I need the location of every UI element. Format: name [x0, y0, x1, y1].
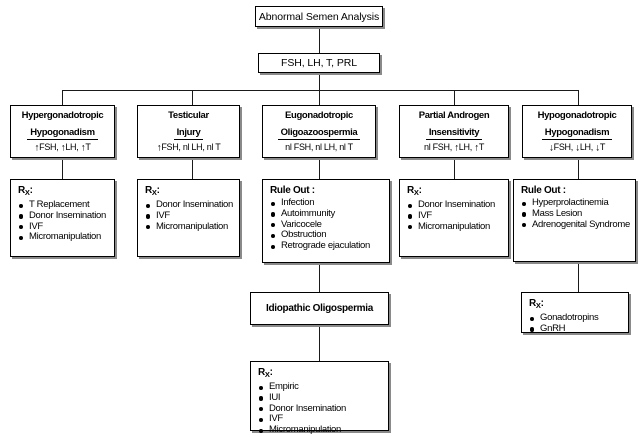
connector-drop-2 [192, 90, 193, 105]
list-item: Micromanipulation [145, 221, 239, 233]
dx-labs: ↓FSH, ↓LH, ↓T [548, 141, 606, 153]
list-item: Donor Insemination [145, 199, 239, 211]
list-item: Empiric [258, 381, 388, 393]
dx-line2: Hypogonadism [27, 127, 98, 140]
node-dx-testicular-injury: Testicular Injury ↑FSH, nl LH, nl T [137, 105, 240, 158]
dx-line2: Injury [173, 127, 204, 140]
rx-header: RX: [18, 185, 33, 197]
connector-title-to-workup [319, 27, 320, 54]
list-item: Hyperprolactinemia [521, 197, 635, 209]
list-item: Gonadotropins [529, 312, 628, 324]
dx-line2: Hypogonadism [541, 127, 613, 140]
connector-dx3-to-panel [319, 158, 320, 179]
list-item: Mass Lesion [521, 208, 635, 220]
connector-drop-3 [319, 90, 320, 105]
list-item: Micromanipulation [407, 221, 508, 233]
title-text: Abnormal Semen Analysis [258, 10, 380, 23]
panel-rx-partial-androgen: RX: Donor Insemination IVF Micromanipula… [399, 179, 509, 257]
list-item: IUI [258, 392, 388, 404]
dx-line1: Partial Androgen [418, 110, 490, 121]
list-item: Autoimmunity [270, 208, 389, 220]
list-item: Varicocele [270, 219, 389, 231]
connector-dx5-to-panel [578, 158, 579, 179]
connector-ruleout-to-idiopathic [319, 263, 320, 292]
dx-line2: Oligoazoospermia [277, 127, 361, 140]
workup-text: FSH, LH, T, PRL [281, 57, 357, 69]
rx-header: RX: [258, 367, 273, 379]
connector-drop-5 [578, 90, 579, 105]
list-item: Micromanipulation [258, 424, 388, 436]
idiopathic-text: Idiopathic Oligospermia [265, 303, 373, 314]
list-item: Retrograde ejaculation [270, 240, 389, 252]
node-hormone-workup: FSH, LH, T, PRL [258, 53, 380, 73]
dx-labs: nl FSH, ↑LH, ↑T [423, 141, 485, 153]
list-item: Micromanipulation [18, 232, 114, 243]
panel-ruleout-hypogonadotropic: Rule Out : Hyperprolactinemia Mass Lesio… [513, 179, 636, 262]
rx-list: Empiric IUI Donor Insemination IVF Micro… [258, 381, 388, 436]
node-dx-eugonadotropic-oligoazoospermia: Eugonadotropic Oligoazoospermia nl FSH, … [262, 105, 376, 158]
ruleout-list: Hyperprolactinemia Mass Lesion Adrenogen… [521, 197, 635, 231]
ruleout-header: Rule Out : [270, 185, 315, 196]
panel-rx-hypogonadotropic: RX: Gonadotropins GnRH [521, 292, 629, 335]
node-dx-hypogonadotropic-hypogonadism: Hypogonadotropic Hypogonadism ↓FSH, ↓LH,… [522, 105, 632, 158]
connector-drop-1 [62, 90, 63, 105]
node-dx-hypergonadotropic-hypogonadism: Hypergonadotropic Hypogonadism ↑FSH, ↑LH… [10, 105, 115, 158]
rx-list: Gonadotropins GnRH [529, 312, 628, 335]
list-item: Donor Insemination [18, 210, 114, 222]
dx-line2: Insensitivity [425, 127, 483, 140]
list-item: Adrenogenital Syndrome [521, 219, 635, 231]
connector-dx2-to-panel [192, 158, 193, 179]
rx-list: Donor Insemination IVF Micromanipulation [145, 199, 239, 233]
panel-ruleout-eugonadotropic: Rule Out : Infection Autoimmunity Varico… [262, 179, 390, 263]
rx-header: RX: [145, 185, 160, 197]
node-idiopathic-oligospermia: Idiopathic Oligospermia [250, 292, 389, 325]
dx-line1: Hypogonadotropic [537, 110, 617, 121]
dx-labs: ↑FSH, ↑LH, ↑T [34, 141, 91, 153]
connector-bus [62, 90, 578, 91]
rx-header: RX: [529, 298, 544, 310]
list-item: IVF [258, 414, 388, 425]
panel-rx-testicular-injury: RX: Donor Insemination IVF Micromanipula… [137, 179, 240, 257]
list-item: IVF [18, 221, 114, 233]
dx-line1: Testicular [168, 110, 209, 121]
node-abnormal-semen-analysis: Abnormal Semen Analysis [255, 6, 383, 27]
connector-workup-to-bus [319, 73, 320, 91]
list-item: Obstruction [270, 230, 389, 241]
connector-dx1-to-panel [62, 158, 63, 179]
dx-line1: Hypergonadotropic [21, 110, 104, 121]
rx-list: Donor Insemination IVF Micromanipulation [407, 199, 508, 233]
ruleout-list: Infection Autoimmunity Varicocele Obstru… [270, 197, 389, 252]
list-item: IVF [407, 210, 508, 222]
connector-dx4-to-panel [454, 158, 455, 179]
connector-drop-4 [454, 90, 455, 105]
connector-idiopathic-to-rx [319, 325, 320, 361]
list-item: GnRH [529, 323, 628, 335]
node-dx-partial-androgen-insensitivity: Partial Androgen Insensitivity nl FSH, ↑… [399, 105, 509, 158]
panel-rx-hypergonadotropic: RX: T Replacement Donor Insemination IVF… [10, 179, 115, 257]
connector-ruleout5-to-rx [578, 262, 579, 292]
rx-list: T Replacement Donor Insemination IVF Mic… [18, 199, 114, 243]
ruleout-header: Rule Out : [521, 185, 566, 196]
list-item: IVF [145, 210, 239, 222]
dx-labs: nl FSH, nl LH, nl T [285, 141, 353, 152]
list-item: Donor Insemination [258, 403, 388, 415]
rx-header: RX: [407, 185, 422, 197]
list-item: T Replacement [18, 199, 114, 211]
dx-line1: Eugonadotropic [285, 110, 353, 121]
panel-rx-idiopathic: RX: Empiric IUI Donor Insemination IVF M… [250, 361, 389, 435]
dx-labs: ↑FSH, nl LH, nl T [156, 141, 221, 153]
list-item: Donor Insemination [407, 199, 508, 211]
list-item: Infection [270, 197, 389, 209]
